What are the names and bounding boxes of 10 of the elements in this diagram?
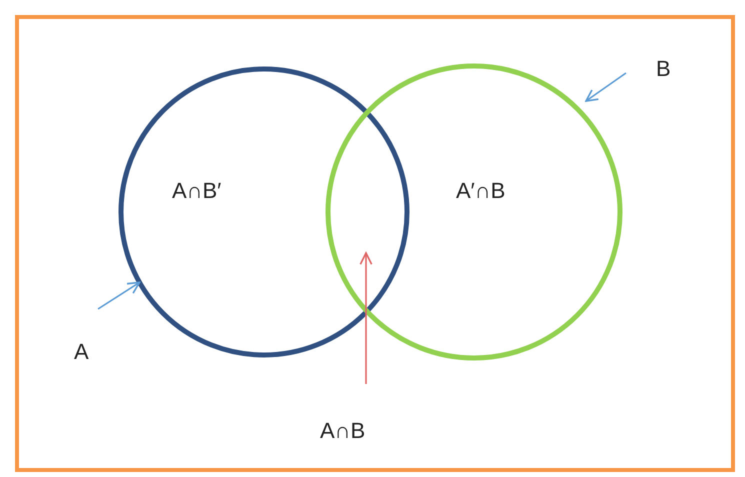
region-label: A′∩B	[456, 180, 506, 202]
leader-line	[98, 282, 140, 310]
set-circle	[118, 66, 410, 358]
set-label: A∩B	[320, 420, 366, 442]
set-label: B	[656, 58, 671, 80]
region-label: A∩B′	[172, 180, 222, 202]
leader-line	[360, 252, 372, 384]
set-label: A	[74, 341, 89, 363]
set-circle	[325, 63, 623, 361]
leader-line	[585, 72, 626, 102]
